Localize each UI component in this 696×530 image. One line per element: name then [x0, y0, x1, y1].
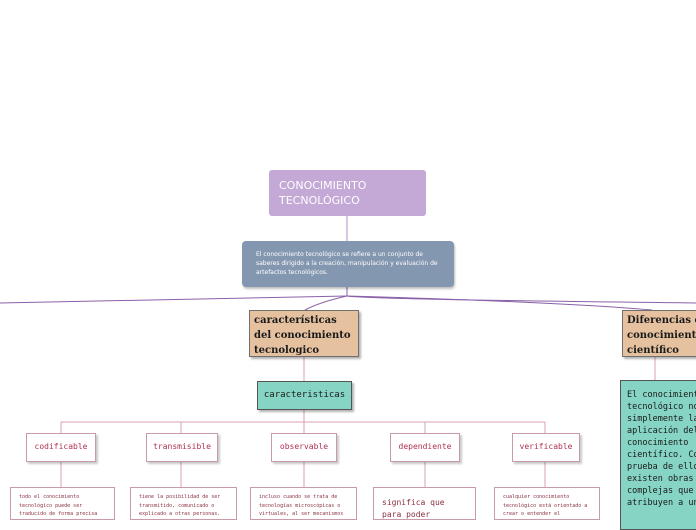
detail-verificable[interactable]: cualquier conocimiento tecnológico está …	[494, 487, 600, 520]
item-observable[interactable]: observable	[271, 433, 337, 462]
item-transmisible[interactable]: transmisible	[146, 433, 218, 462]
detail-observable[interactable]: incluso cuando se trata de tecnologías m…	[250, 487, 357, 520]
definition-node[interactable]: El conocimiento tecnológico se refiere a…	[242, 241, 454, 287]
root-topic[interactable]: CONOCIMIENTO TECNOLÓGICO	[269, 170, 426, 216]
item-codificable[interactable]: codificable	[26, 433, 96, 462]
branch-differences[interactable]: Diferencias c conocimiento científico	[622, 310, 696, 357]
item-dependiente[interactable]: dependiente	[390, 433, 460, 462]
differences-detail[interactable]: El conocimient tecnológico no simplement…	[620, 380, 696, 530]
characteristics-header[interactable]: caracteristicas	[257, 381, 352, 410]
detail-codificable[interactable]: todo el conocimiento tecnológico puede s…	[10, 487, 115, 520]
item-verificable[interactable]: verificable	[512, 433, 580, 462]
branch-characteristics[interactable]: características del conocimiento tecnolo…	[249, 310, 359, 357]
detail-dependiente[interactable]: significa que para poder	[373, 487, 476, 520]
detail-transmisible[interactable]: tiene la posibilidad de ser transmitido,…	[130, 487, 237, 520]
